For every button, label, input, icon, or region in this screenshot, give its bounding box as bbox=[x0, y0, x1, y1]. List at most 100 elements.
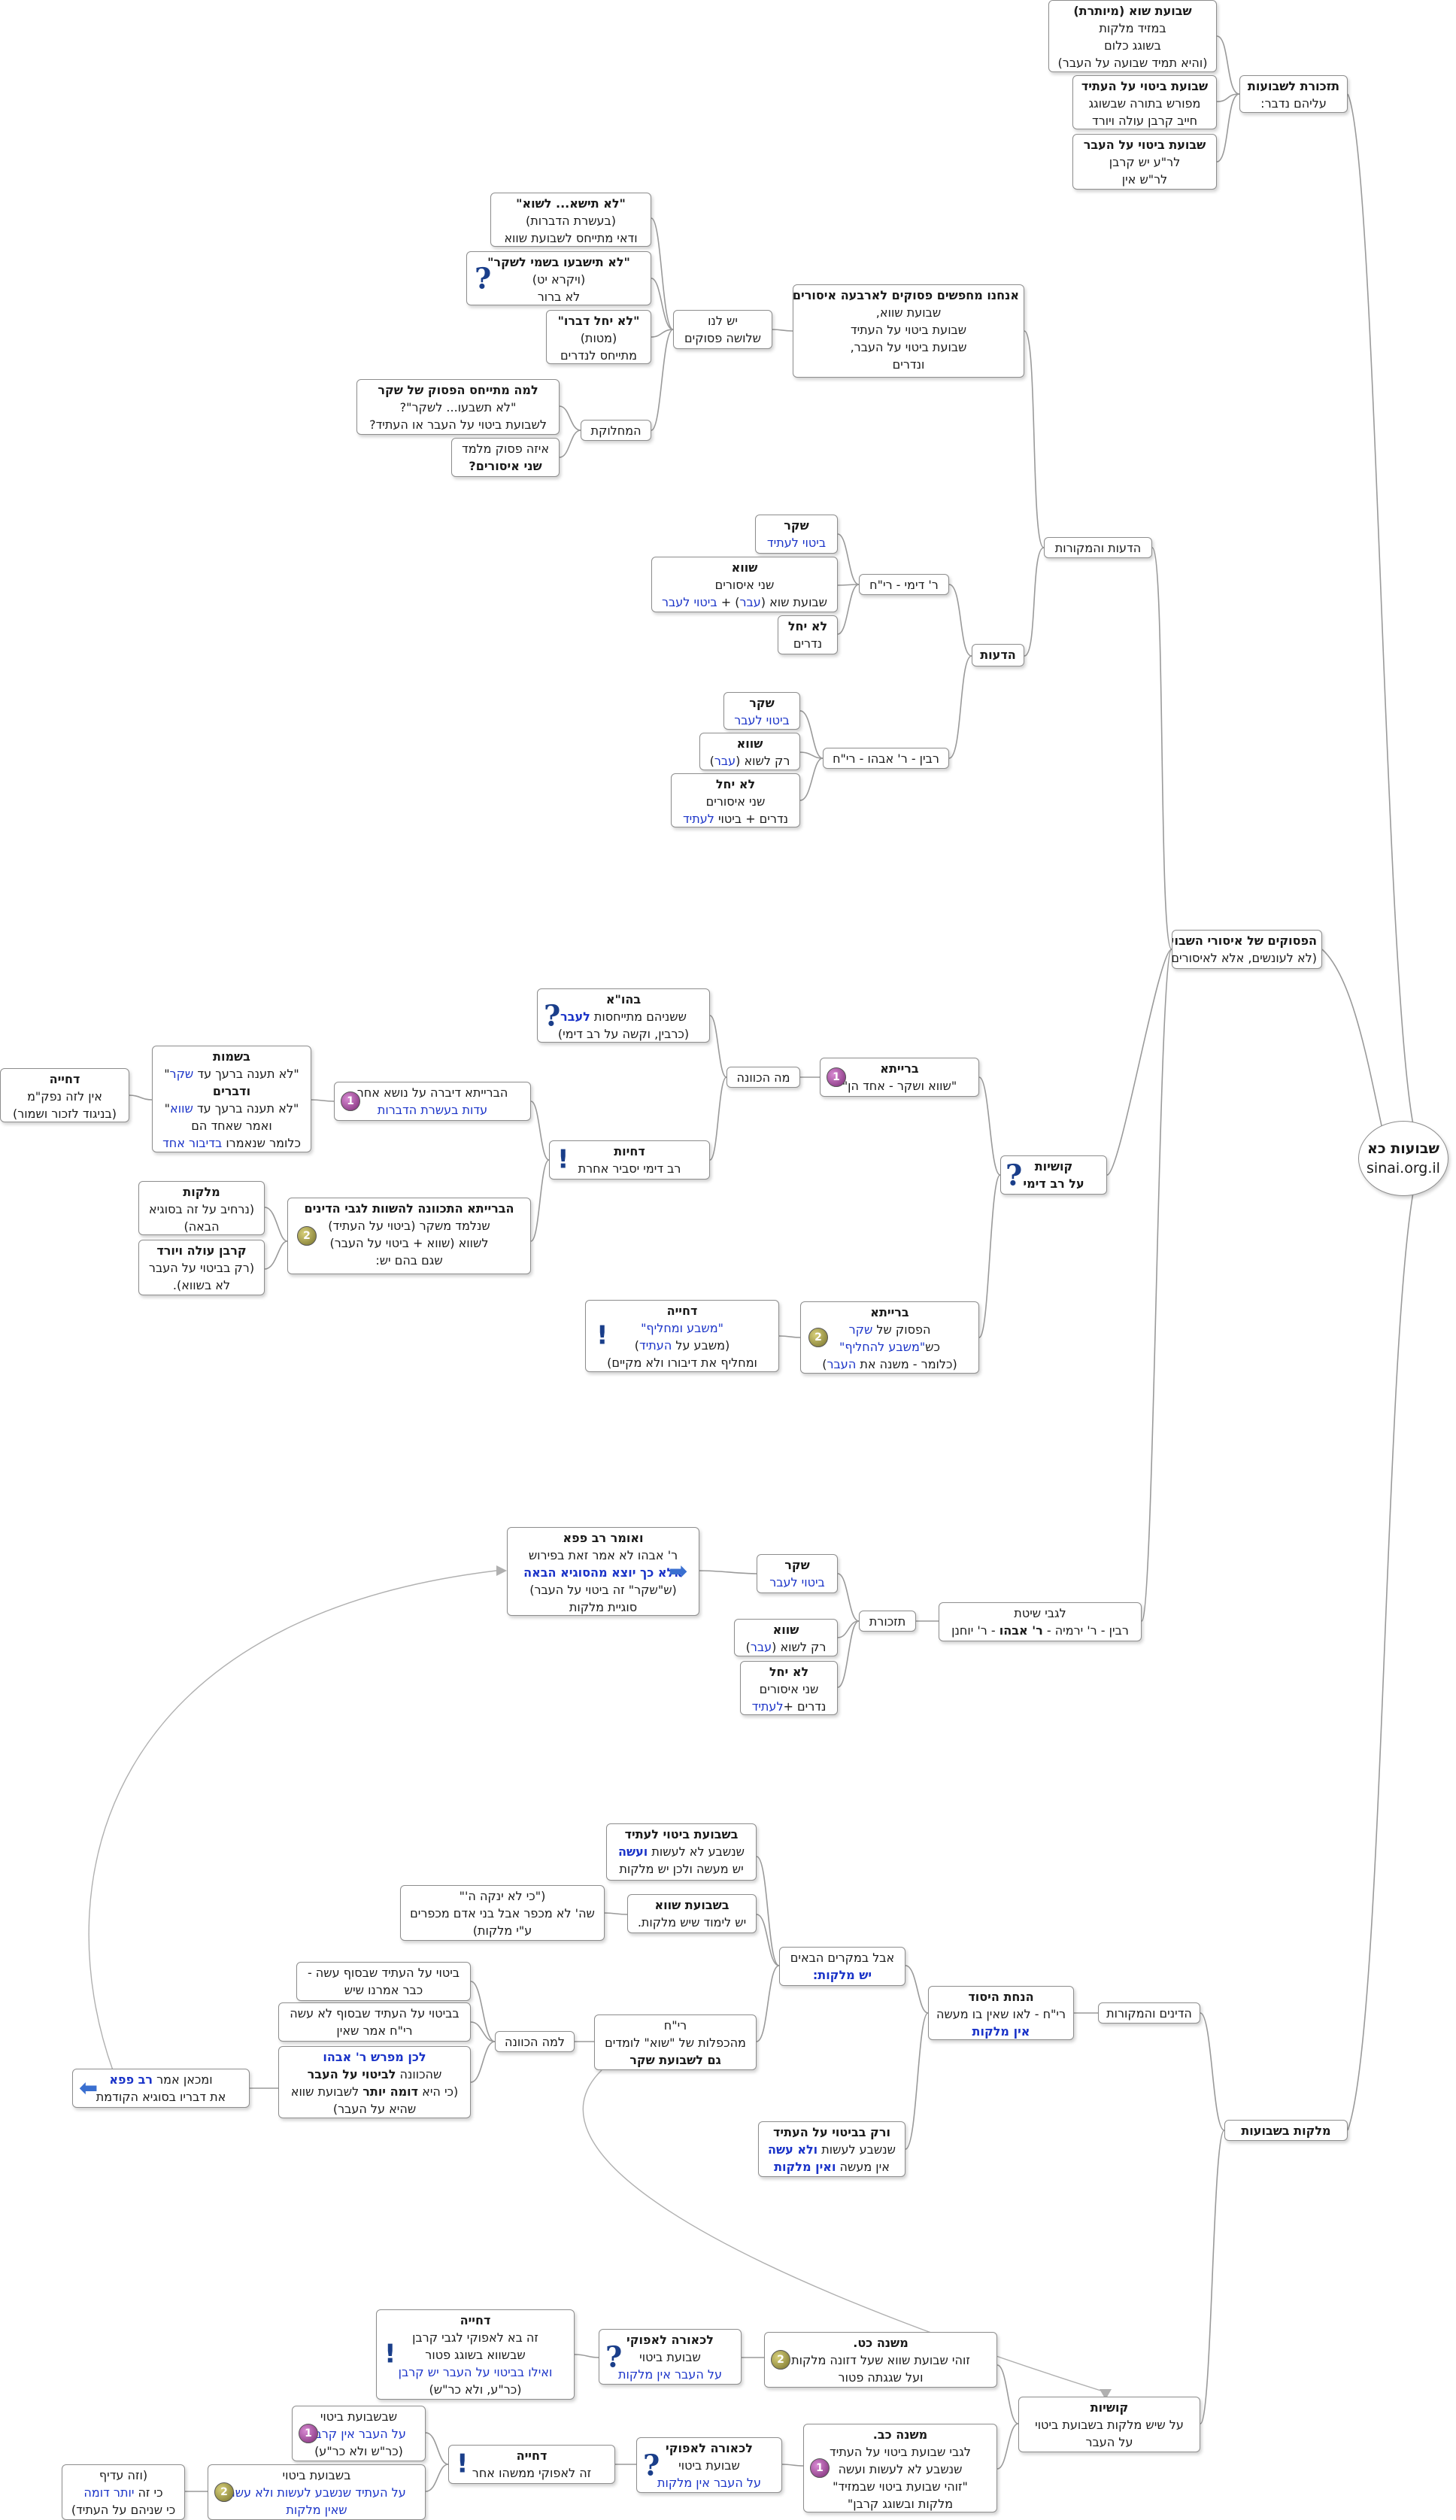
exclamation-icon: ! bbox=[557, 1144, 569, 1175]
topic-verses-prohibitions[interactable]: הפסוקים של איסורי השבועות (לא לעונשים, א… bbox=[1172, 930, 1322, 969]
topic-what-meaning[interactable]: מה הכוונה bbox=[726, 1067, 800, 1088]
topic-rejections[interactable]: ! דחיות רב דימי יסביר אחרת bbox=[549, 1140, 710, 1180]
topic-sliding-offering[interactable]: קרבן עולה ויורד (רק בביטוי על העבר לא בש… bbox=[138, 1240, 265, 1295]
topic-abahu-explains[interactable]: לכן מפרש ר' אבהו שהכוונה לביטוי על העבר … bbox=[278, 2046, 471, 2118]
topic-line: לשווא (שווא + ביטוי על העבר) bbox=[329, 1236, 489, 1250]
link-n63-n64 bbox=[425, 2432, 449, 2465]
link-root-n1 bbox=[1347, 93, 1415, 1129]
topic-questions-lashes[interactable]: קושיות על שיש מלקות בשבועת ביטוי על העבר bbox=[1018, 2397, 1200, 2452]
topic-utterance-future-not-did[interactable]: ורק בביטוי על העתיד שנשבע לעשות ולא עשה … bbox=[758, 2121, 905, 2177]
topic-title: שבועת ביטוי על העתיד bbox=[1081, 79, 1209, 93]
topic-title: ורק בביטוי על העתיד bbox=[773, 2125, 890, 2139]
topic-line: בשבועת ביטוי bbox=[282, 2468, 351, 2482]
topic-falsehood-question[interactable]: למה מתייחס הפסוק של שקר "לא תשבעו... לשק… bbox=[356, 379, 560, 435]
topic-line: שני איסורים bbox=[759, 1682, 819, 1696]
topic-rav-dimi[interactable]: ר' דימי - רי"ח bbox=[859, 574, 949, 595]
topic-future-not-did[interactable]: בביטוי על העתיד שבסוף לא עשה רי"ח אמר שא… bbox=[278, 2002, 471, 2042]
topic-baraita-compare-laws[interactable]: 2 הברייתא התכוונה להשוות לגבי הדינים שנל… bbox=[287, 1198, 531, 1274]
topic-questions-dimi[interactable]: ? קושיות על רב דימי bbox=[1000, 1155, 1107, 1195]
topic-utterance-past[interactable]: שבועת ביטוי על העבר לר"ע יש קרבן לר"ש אי… bbox=[1072, 134, 1217, 190]
topic-reminder-falsehood[interactable]: שקר ביטוי לעבר bbox=[757, 1554, 838, 1593]
topic-will-not-clear[interactable]: ("כי לא ינקה ה'" שה' לא מכפר אבל בני אדם… bbox=[400, 1885, 605, 1941]
link-n26-n28 bbox=[709, 1076, 727, 1161]
link-n5-n24 bbox=[1106, 949, 1172, 1176]
topic-baraita-one[interactable]: 1 ברייתא "שווא ושקר - אחד הן" bbox=[820, 1058, 979, 1097]
topic-title: דחייה bbox=[666, 1304, 698, 1318]
topic-line: שבשבועת ביטוי bbox=[320, 2409, 398, 2424]
topic-opinions-sources[interactable]: הדעות והמקורות bbox=[1044, 537, 1152, 558]
link-n28-n32 bbox=[530, 1159, 550, 1242]
link-n52-n53 bbox=[470, 1981, 496, 2042]
topic-three-verses[interactable]: יש לנו שלושה פסוקים bbox=[673, 310, 772, 349]
topic-what-intent[interactable]: למה הכוונה bbox=[495, 2031, 575, 2052]
topic-reminder[interactable]: תזכורת bbox=[859, 1611, 916, 1632]
topic-verse-falsehood[interactable]: ? "לא תישבעו בשמי לשקר" (ויקרא יט) לא בר… bbox=[466, 251, 651, 305]
topic-seemingly-exclude-2[interactable]: ? לכאורה לאפוקי שבועת ביטוי על העבר אין … bbox=[636, 2437, 782, 2493]
topic-basic-assumption[interactable]: הנחת היסוד רי"ח - לאו שאין בו מעשה אין מ… bbox=[928, 1986, 1074, 2040]
topic-rejection-no-difference[interactable]: דחייה אין לזה נפק"מ (בניגוד לזכור ושמור) bbox=[0, 1068, 129, 1122]
topic-rejection-swears-changes[interactable]: ! דחייה "משבע ומחליף" (משבע על העתיד) ומ… bbox=[585, 1300, 779, 1372]
topic-four-prohibitions[interactable]: אנחנו מחפשים פסוקים לארבעה איסורים שבועת… bbox=[793, 284, 1024, 378]
topic-initial-assumption[interactable]: ? בהו"א ששניהם מתייחסות לעבר (כרבין, וקש… bbox=[537, 988, 710, 1043]
topic-dimi-vows[interactable]: לא יחל נדרים bbox=[778, 615, 838, 654]
topic-rejection-other[interactable]: ! דחייה זה לאפוקי ממשהו אחר bbox=[448, 2445, 615, 2484]
topic-mishna-29[interactable]: 2 משנה כט. זוהי שבועת שווא שעל דזונה מלק… bbox=[764, 2332, 997, 2388]
topic-cases-with-lashes[interactable]: אבל במקרים הבאים יש מלקות: bbox=[779, 1947, 905, 1986]
topic-rejection-offering[interactable]: ! דחייה זה בא לאפוקי לגבי קרבן שבשווא בש… bbox=[376, 2309, 575, 2400]
topic-title: בשבועת שווא bbox=[654, 1898, 730, 1912]
topic-line: נדרים bbox=[793, 636, 823, 651]
topic-past-no-offering[interactable]: 1 שבשבועת ביטוי על העבר אין קרבן (כר"ש ו… bbox=[292, 2406, 426, 2461]
topic-line: (ויקרא יט) bbox=[532, 272, 586, 287]
topic-reminder-vain[interactable]: שווא רק לשוא (עבר) bbox=[734, 1619, 838, 1656]
topic-reminder-oaths[interactable]: תזכורת לשבועות עליהם נדבר: bbox=[1239, 75, 1348, 113]
topic-line: (כר"ע, ולא כר"ש) bbox=[429, 2382, 522, 2397]
root-topic[interactable]: שבועות כא sinai.org.il bbox=[1358, 1121, 1448, 1196]
topic-lashes-in-oaths[interactable]: מלקות בשבועות bbox=[1224, 2120, 1348, 2141]
topic-exodus-deuteronomy[interactable]: בשמות "לא תענה ברעך עד שקר" ודברים "לא ת… bbox=[152, 1046, 311, 1152]
topic-line: שבועת ביטוי bbox=[678, 2458, 740, 2473]
topic-line: ודאי מתייחס לשבועת שווא bbox=[504, 231, 638, 245]
topic-seemingly-exclude-1[interactable]: ? לכאורה לאפוקי שבועת ביטוי על העבר אין … bbox=[599, 2329, 742, 2385]
topic-lashes[interactable]: מלקות (נרחיב על זה בסוגיא הבאה) bbox=[138, 1181, 265, 1235]
topic-baraita-other-subject[interactable]: 1 הברייתא דיברה על נושא אחר עדות בעשרת ה… bbox=[334, 1082, 531, 1121]
topic-ravin-abahu[interactable]: רבין - ר' אבהו - רי"ח bbox=[823, 748, 949, 769]
topic-mishna-22[interactable]: 1 משנה כב. לגבי שבועת ביטוי על העתיד שנש… bbox=[803, 2424, 997, 2512]
topic-line: גם לשבועת שקר bbox=[629, 2053, 721, 2067]
topic-two-prohibitions-question[interactable]: איזה פסוק מלמד שני איסורים? bbox=[451, 438, 560, 477]
topic-laws-sources[interactable]: הדינים והמקורות bbox=[1098, 2002, 1200, 2024]
topic-rav-papa-previous[interactable]: ⬅ ומכאן אמר רב פפא את דבריו בסוגיא הקודמ… bbox=[72, 2069, 250, 2108]
topic-verse-vows[interactable]: "לא יחל דברו" (מטות) מתייחס לנדרים bbox=[546, 310, 651, 364]
topic-opinions[interactable]: הדעות bbox=[972, 644, 1024, 666]
topic-line: במזיד מלקות bbox=[1099, 21, 1166, 35]
link-n39-n42 bbox=[699, 1570, 757, 1574]
topic-dispute[interactable]: המחלוקת bbox=[581, 420, 651, 441]
topic-line: שהכוונה לביטוי על העבר bbox=[307, 2067, 442, 2081]
link-root-n5 bbox=[1321, 949, 1385, 1137]
topic-reminder-vows[interactable]: לא יחל שני איסורים נדרים +לעתיד bbox=[740, 1661, 838, 1715]
topic-rav-papa-says[interactable]: ➡ ואומר רב פפא ר' אבהו לא אמר זאת בפירוש… bbox=[507, 1527, 699, 1616]
topic-ravin-vain[interactable]: שווא רק לשוא (עבר) bbox=[699, 733, 800, 770]
topic-title: מה הכוונה bbox=[736, 1070, 790, 1085]
topic-line: (וזה עדיף bbox=[99, 2468, 148, 2482]
topic-utterance-future-did[interactable]: בשבועת ביטוי לעתיד שנשבע לא לעשות ועשה י… bbox=[606, 1823, 757, 1881]
topic-vain-oath-lashes[interactable]: בשבועת שווא יש לימוד שיש מלקות. bbox=[627, 1894, 757, 1933]
topic-dimi-vain[interactable]: שווא שני איסורים שבועת שוא (עבר) + ביטוי… bbox=[651, 557, 838, 612]
topic-line: (בעשרת הדברות) bbox=[525, 214, 617, 228]
link-n5-n37 bbox=[1141, 949, 1172, 1622]
topic-ravin-method[interactable]: לגבי שיטת רבין - ר' ירמיה - ר' אבהו - ר'… bbox=[939, 1602, 1142, 1641]
link-n32-n33 bbox=[264, 1207, 288, 1242]
exclamation-icon: ! bbox=[384, 2339, 396, 2370]
topic-ravin-falsehood[interactable]: שקר ביטוי לעבר bbox=[723, 692, 800, 730]
topic-future-no-lashes[interactable]: 2 בשבועת ביטוי על העתיד שנשבע לעשות ולא … bbox=[208, 2464, 426, 2520]
topic-preferable[interactable]: (וזה עדיף כי זה יותר דומה כי שניהם על הע… bbox=[62, 2464, 185, 2520]
link-root-n43 bbox=[1347, 1188, 1415, 2131]
topic-rabbi-yochanan[interactable]: רי"ח מהכפלות של "שוא" לומדים גם לשבועת ש… bbox=[594, 2014, 757, 2070]
topic-utterance-future[interactable]: שבועת ביטוי על העתיד מפורש בתורה שבשוגג … bbox=[1072, 75, 1217, 129]
topic-ravin-vows[interactable]: לא יחל שני איסורים נדרים + ביטוי לעתיד bbox=[671, 773, 800, 827]
topic-future-did-already[interactable]: ביטוי על העתיד שבסוף עשה - כבר אמרנו שיש bbox=[296, 1962, 471, 2001]
topic-verse-vain[interactable]: "לא תישא... לשוא" (בעשרת הדברות) ודאי מת… bbox=[490, 193, 651, 247]
link-n20-n23 bbox=[799, 758, 824, 801]
topic-dimi-falsehood[interactable]: שקר ביטוי לעתיד bbox=[755, 515, 838, 554]
topic-vain-oath[interactable]: שבועת שוא (מיותרת) במזיד מלקות בשוגג כלו… bbox=[1048, 0, 1217, 72]
topic-baraita-two[interactable]: 2 ברייתא הפסוק של שקר כש"משבע להחליף" (כ… bbox=[800, 1301, 979, 1374]
